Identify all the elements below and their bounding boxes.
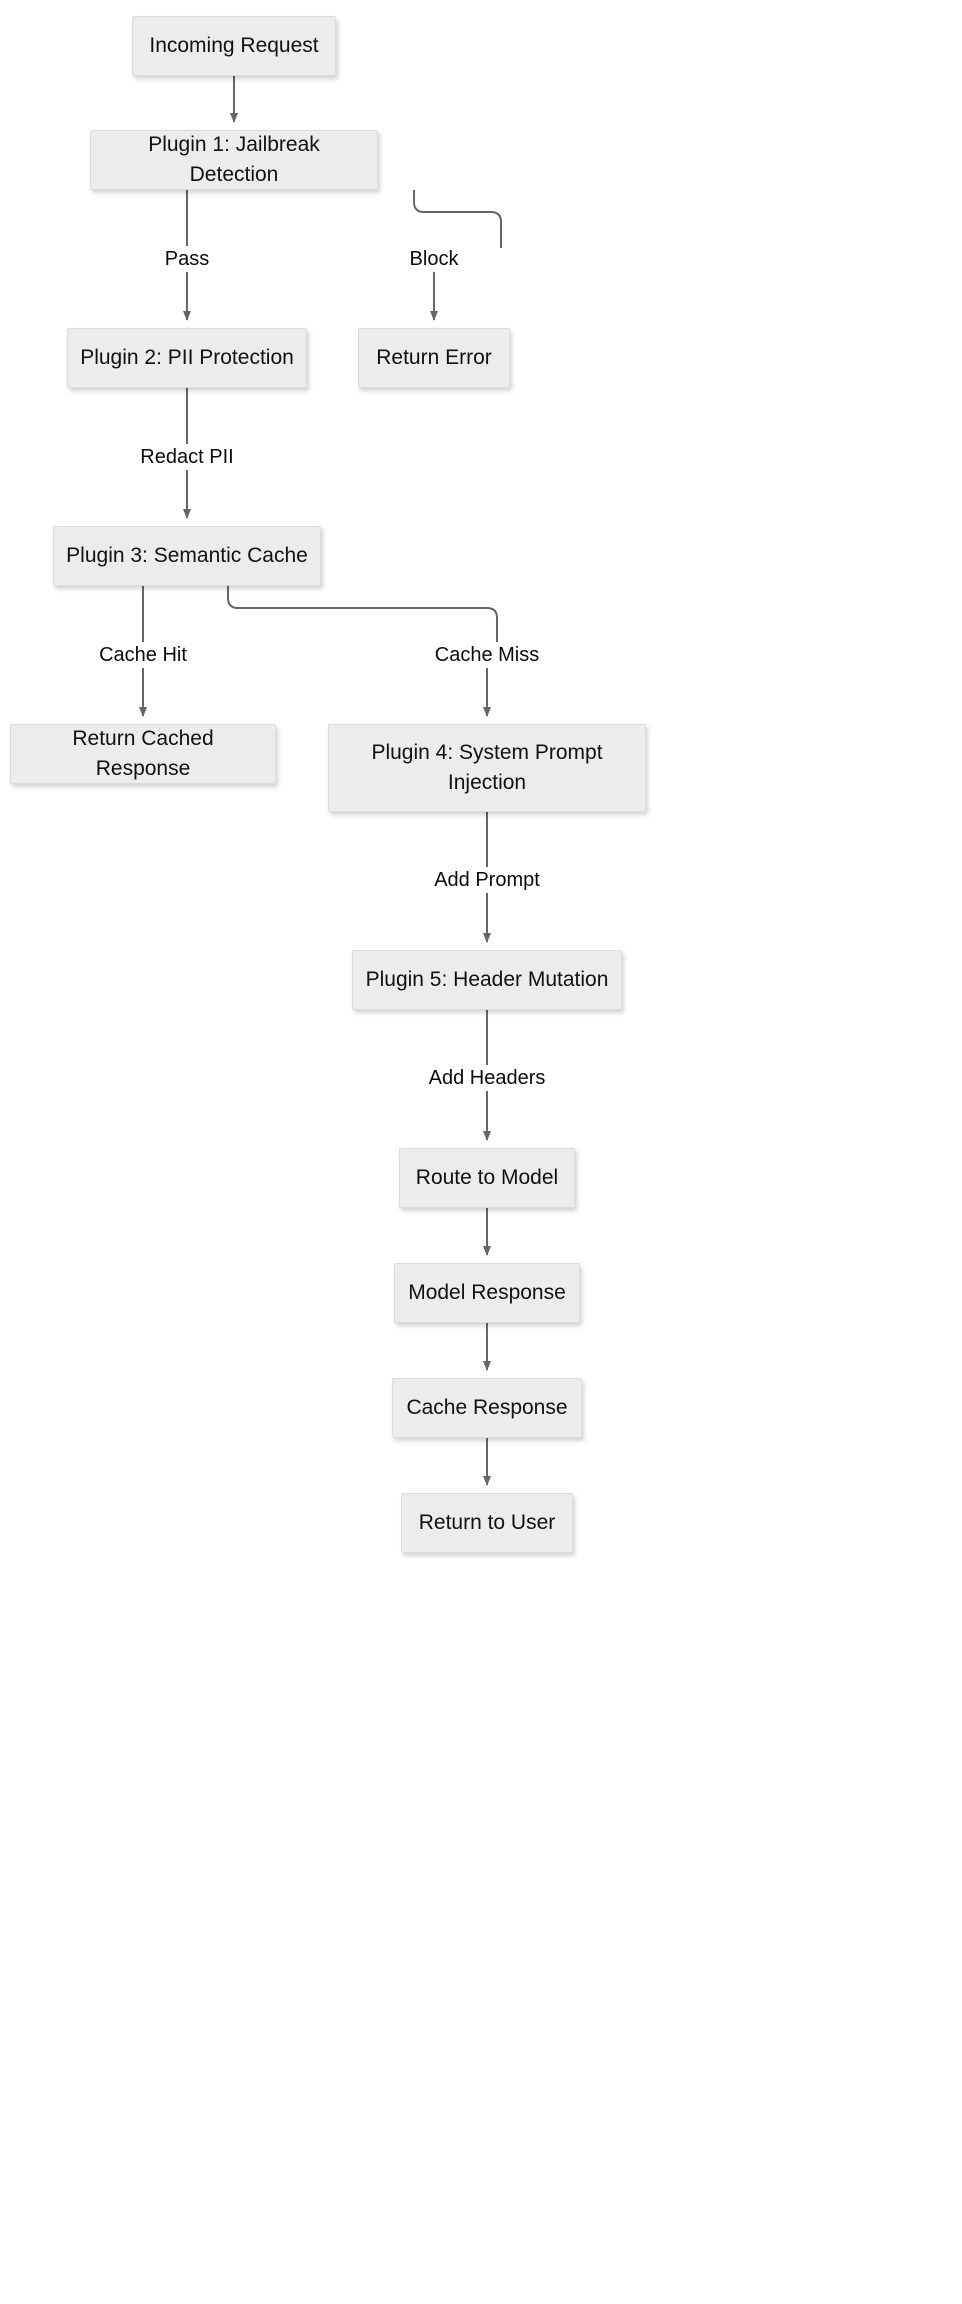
edge-plugin3-to-plugin4 (227, 586, 498, 644)
edge-label-add-prompt: Add Prompt (429, 867, 545, 893)
node-plugin1-jailbreak-detection[interactable]: Plugin 1: Jailbreak Detection (90, 130, 378, 190)
node-incoming-request[interactable]: Incoming Request (132, 16, 336, 76)
edge-label-redact-pii: Redact PII (135, 444, 239, 470)
node-plugin2-pii-protection[interactable]: Plugin 2: PII Protection (67, 328, 307, 388)
node-plugin5-header-mutation[interactable]: Plugin 5: Header Mutation (352, 950, 622, 1010)
node-return-error[interactable]: Return Error (358, 328, 510, 388)
edge-label-block: Block (404, 246, 464, 272)
node-return-to-user[interactable]: Return to User (401, 1493, 573, 1553)
edge-label-pass: Pass (159, 246, 215, 272)
node-model-response[interactable]: Model Response (394, 1263, 580, 1323)
edge-plugin1-to-returnerror (413, 190, 502, 248)
node-cache-response[interactable]: Cache Response (392, 1378, 582, 1438)
node-route-to-model[interactable]: Route to Model (399, 1148, 575, 1208)
edge-label-cache-miss: Cache Miss (429, 642, 545, 668)
node-plugin3-semantic-cache[interactable]: Plugin 3: Semantic Cache (53, 526, 321, 586)
node-return-cached-response[interactable]: Return Cached Response (10, 724, 276, 784)
edge-label-add-headers: Add Headers (423, 1065, 551, 1091)
node-plugin4-system-prompt-injection[interactable]: Plugin 4: System Prompt Injection (328, 724, 646, 812)
edge-label-cache-hit: Cache Hit (94, 642, 192, 668)
